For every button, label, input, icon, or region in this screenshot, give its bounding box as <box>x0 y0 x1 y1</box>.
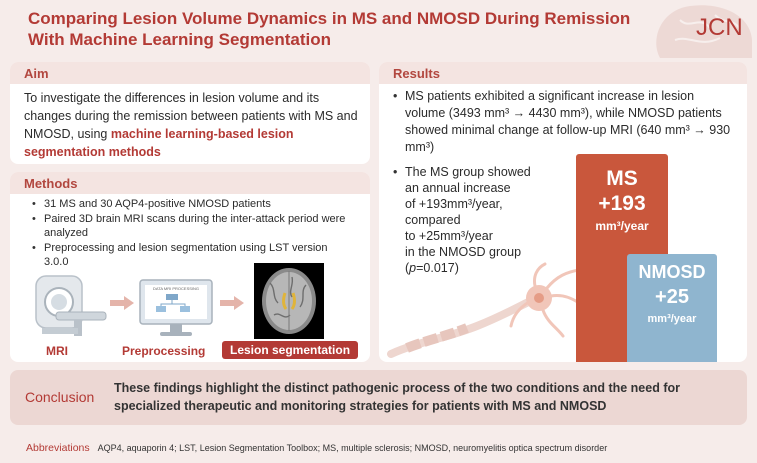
results-bullet-1: MS patients exhibited a significant incr… <box>393 88 733 156</box>
results-header-bar <box>379 62 747 84</box>
title-line-1: Comparing Lesion Volume Dynamics in MS a… <box>28 9 631 28</box>
results-panel: Results MS patients exhibited a signific… <box>379 62 747 362</box>
brain-mri-image <box>254 263 324 339</box>
ms-bar-unit: mm³/year <box>595 219 649 233</box>
results-line: The MS group showed <box>405 165 531 179</box>
arrow-right-icon <box>110 296 134 310</box>
results-bullet-1-text: MS patients exhibited a significant incr… <box>405 89 731 154</box>
mri-scanner-icon <box>35 275 107 336</box>
ms-bar-label: MS <box>606 167 638 190</box>
results-heading: Results <box>393 66 440 81</box>
methods-bullet: Paired 3D brain MRI scans during the int… <box>32 212 352 240</box>
aim-text-highlight: machine learning-based lesion segmentati… <box>24 127 294 159</box>
nmosd-bar-value: +25 <box>655 286 689 308</box>
aim-header-bar <box>10 62 370 84</box>
aim-panel: Aim To investigate the differences in le… <box>10 62 370 164</box>
step-label-mri: MRI <box>46 344 68 358</box>
methods-bullet: 31 MS and 30 AQP4-positive NMOSD patient… <box>32 197 352 211</box>
methods-panel: Methods 31 MS and 30 AQP4-positive NMOSD… <box>10 172 370 362</box>
nmosd-bar <box>627 254 717 362</box>
methods-bullet: Preprocessing and lesion segmentation us… <box>32 241 352 269</box>
aim-heading: Aim <box>24 66 49 81</box>
results-line: an annual increase <box>405 181 511 195</box>
brain-decoration-icon <box>656 5 752 58</box>
results-line: in the NMOSD group <box>405 245 522 259</box>
ms-bar-value: +193 <box>598 192 646 215</box>
methods-header-bar <box>10 172 370 194</box>
conclusion-text: These findings highlight the distinct pa… <box>114 381 680 413</box>
step-label-segmentation: Lesion segmentation <box>222 341 359 359</box>
screen-caption: DATA MRI PROCESSING <box>152 286 200 291</box>
p-value: =0.017) <box>416 261 459 275</box>
results-bullet-2: The MS group showed an annual increase o… <box>393 164 553 276</box>
abbreviations-label: Abbreviations <box>26 442 90 454</box>
aim-text: To investigate the differences in lesion… <box>24 89 364 161</box>
methods-list: 31 MS and 30 AQP4-positive NMOSD patient… <box>32 197 352 270</box>
results-line-pvalue: (p=0.017) <box>405 260 553 276</box>
abbreviations: Abbreviations AQP4, aquaporin 4; LST, Les… <box>26 442 607 454</box>
results-line: to +25mm³/year <box>405 229 493 243</box>
nmosd-bar-unit: mm³/year <box>647 313 697 325</box>
neuron-illustration-icon <box>387 262 585 358</box>
paren-open: ( <box>405 261 410 275</box>
title-line-2: With Machine Learning Segmentation <box>28 30 332 49</box>
journal-logo: JCN <box>696 14 743 41</box>
abbreviations-text: AQP4, aquaporin 4; LST, Lesion Segmentat… <box>97 443 608 453</box>
p-symbol: p <box>409 261 417 275</box>
step-label-preprocessing: Preprocessing <box>122 344 206 358</box>
methods-heading: Methods <box>24 176 78 191</box>
arrow-right-icon <box>220 296 244 310</box>
conclusion-label: Conclusion <box>25 389 95 405</box>
aim-text-body: To investigate the differences in lesion… <box>24 91 358 141</box>
conclusion-panel: Conclusion These findings highlight the … <box>10 370 747 425</box>
nmosd-bar-label: NMOSD <box>638 262 706 282</box>
preprocessing-monitor-icon <box>139 279 213 336</box>
results-line: of +193mm³/year, <box>405 197 503 211</box>
results-list: MS patients exhibited a significant incr… <box>393 88 733 284</box>
page-title: Comparing Lesion Volume Dynamics in MS a… <box>28 8 688 50</box>
results-line: compared <box>405 213 461 227</box>
